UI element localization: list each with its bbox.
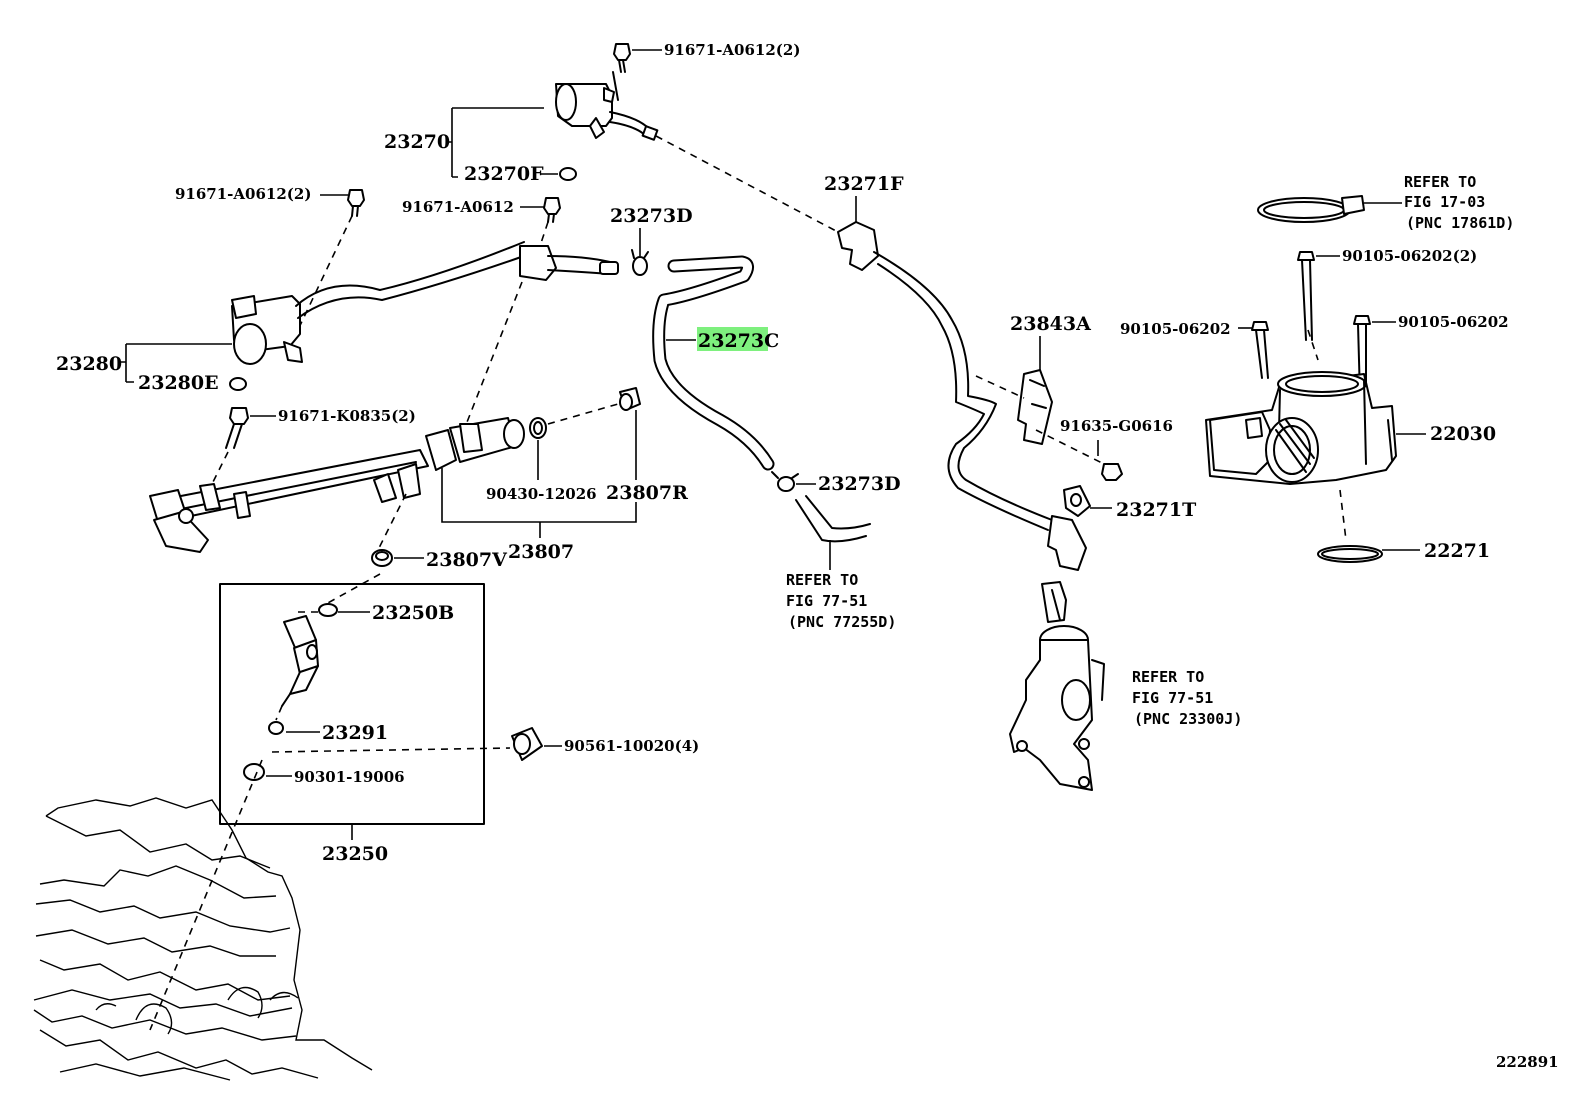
label-23273d-mid: 23273D [818,473,901,495]
pressure-regulator-23270[interactable] [555,71,659,141]
insulator-23291[interactable] [268,721,284,735]
throttle-body-22030[interactable] [1205,371,1397,485]
label-23250b: 23250B [372,602,454,624]
label-23273c: 23273C [698,330,779,352]
o-ring-23270f[interactable] [559,167,577,181]
fuel-delivery-pipe-23807[interactable] [149,417,525,553]
bolt-91671-k0835[interactable] [225,407,249,449]
label-23280: 23280 [56,353,122,375]
label-highlight-23273c [697,327,768,351]
label-23271t: 23271T [1116,499,1196,521]
fuel-pipe-bracket[interactable] [519,245,619,281]
bolt-91671-a0612-left[interactable] [347,189,365,217]
hose-clamp-23273d-mid[interactable] [771,471,799,492]
label-23807v: 23807V [426,549,508,571]
pressure-regulator-23280[interactable] [231,241,525,365]
label-23270: 23270 [384,131,450,153]
cylinder-head-outline [33,797,373,1081]
diagram-id: 222891 [1496,1053,1559,1071]
bolt-90105-06202-2[interactable] [1297,251,1315,341]
label-23843a: 23843A [1010,313,1091,335]
label-22271: 22271 [1424,540,1490,562]
label-90105-06202-left: 90105-06202 [1120,320,1231,338]
vacuum-switching-valve-23300j[interactable] [1009,581,1105,791]
union-bolt-23807r[interactable] [619,387,641,411]
ref-77-51-b-line3: (PNC 23300J) [1134,710,1242,728]
gasket-90430-12026[interactable] [529,417,547,439]
label-91671-a0612-2-left: 91671-A0612(2) [175,185,311,203]
ref-77-51-a-line3: (PNC 77255D) [788,613,896,631]
bolt-90105-06202-left[interactable] [1251,321,1269,379]
spacer-90561-10020[interactable] [511,727,543,761]
bracket-23843a[interactable] [1017,369,1053,445]
label-22030: 22030 [1430,423,1496,445]
gasket-22271[interactable] [1317,545,1383,563]
label-91671-a0612-2-top: 91671-A0612(2) [664,41,800,59]
label-90561-10020-4: 90561-10020(4) [564,737,699,755]
label-23280e: 23280E [138,372,219,394]
label-91671-a0612: 91671-A0612 [402,198,514,216]
ref-77-51-b-line2: FIG 77-51 [1132,689,1213,707]
bolt-91635-g0616[interactable] [1101,463,1123,481]
o-ring-90301-19006[interactable] [243,763,265,781]
ref-77-51-a-line1: REFER TO [786,571,858,589]
label-91671-k0835-2: 91671-K0835(2) [278,407,416,425]
label-90301-19006: 90301-19006 [294,768,405,786]
label-91635-g0616: 91635-G0616 [1060,417,1173,435]
label-23270f: 23270F [464,163,544,185]
ref-77-51-a-line2: FIG 77-51 [786,592,867,610]
ref-77-51-b-line1: REFER TO [1132,668,1204,686]
label-23250: 23250 [322,843,388,865]
label-90105-06202-right: 90105-06202 [1398,313,1509,331]
hose-clamp-17861d[interactable] [1257,195,1365,223]
ref-17-03-line1: REFER TO [1404,173,1476,191]
label-23271f: 23271F [824,173,904,195]
label-90105-06202-2: 90105-06202(2) [1342,247,1477,265]
damper-23807v[interactable] [371,549,393,567]
ref-17-03-line2: FIG 17-03 [1404,193,1485,211]
vacuum-clip-23271t[interactable] [1063,485,1091,517]
ref-17-03-line3: (PNC 17861D) [1406,214,1514,232]
label-23807r: 23807R [606,482,688,504]
hose-clamp-23273d-top[interactable] [631,249,649,276]
bolt-91671-a0612-top[interactable] [613,43,631,73]
label-23291: 23291 [322,722,388,744]
label-23807: 23807 [508,541,574,563]
fuel-hose-23273c[interactable] [652,255,775,471]
bolt-91671-a0612[interactable] [543,197,561,223]
vapor-pipe-77255d[interactable] [795,495,871,543]
label-90430-12026: 90430-12026 [486,485,597,503]
fuel-injector-23250[interactable] [281,615,319,707]
o-ring-23250b[interactable] [318,603,338,617]
vacuum-hose-23271f[interactable] [837,221,1087,571]
o-ring-23280e[interactable] [229,377,247,391]
label-23273d-top: 23273D [610,205,693,227]
